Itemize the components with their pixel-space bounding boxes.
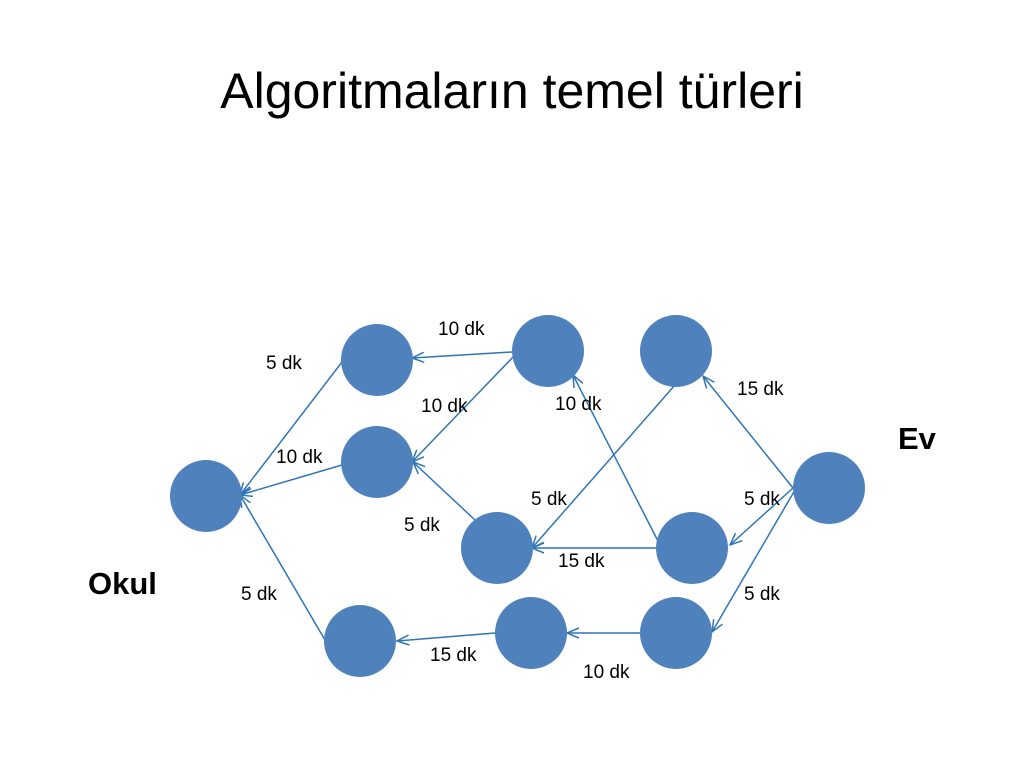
edge-h-to-okul [240, 495, 326, 641]
edge-label: 5 dk [531, 489, 567, 510]
edge-d-to-e [532, 384, 676, 548]
edge-b-to-okul [240, 464, 343, 495]
edge-ev-to-d [703, 376, 794, 489]
edge-label: 5 dk [744, 584, 780, 605]
edge-label: 15 dk [430, 645, 477, 666]
edge-label: 10 dk [583, 662, 630, 683]
node-d [640, 315, 712, 387]
edge-f-to-c [573, 375, 661, 546]
node-ev [793, 452, 865, 524]
edge-ev-to-i [712, 489, 796, 632]
node-a [341, 324, 413, 396]
node-g [495, 597, 567, 669]
slide-title: Algoritmaların temel türleri [220, 63, 804, 119]
node-okul [170, 460, 242, 532]
edge-label: 10 dk [438, 319, 485, 340]
edge-c-to-b [412, 354, 516, 462]
edge-ev-to-f [730, 487, 794, 545]
edge-e-to-b [413, 462, 476, 521]
edge-label: 10 dk [276, 447, 323, 468]
node-c [512, 315, 584, 387]
edge-label: 5 dk [744, 489, 780, 510]
start-label-okul: Okul [88, 566, 157, 601]
node-f [656, 512, 728, 584]
edge-label: 15 dk [558, 551, 605, 572]
edge-label: 5 dk [241, 584, 277, 605]
edge-label: 10 dk [555, 394, 602, 415]
node-e [461, 512, 533, 584]
edge-c-to-a [412, 351, 513, 358]
edge-g-to-h [397, 632, 496, 641]
node-h [324, 605, 396, 677]
edge-label: 15 dk [737, 379, 784, 400]
node-b [341, 426, 413, 498]
edge-a-to-okul [240, 361, 343, 495]
edge-label: 5 dk [266, 353, 302, 374]
edge-label: 10 dk [421, 396, 468, 417]
edge-label: 5 dk [404, 515, 440, 536]
end-label-ev: Ev [898, 421, 936, 456]
node-i [640, 597, 712, 669]
